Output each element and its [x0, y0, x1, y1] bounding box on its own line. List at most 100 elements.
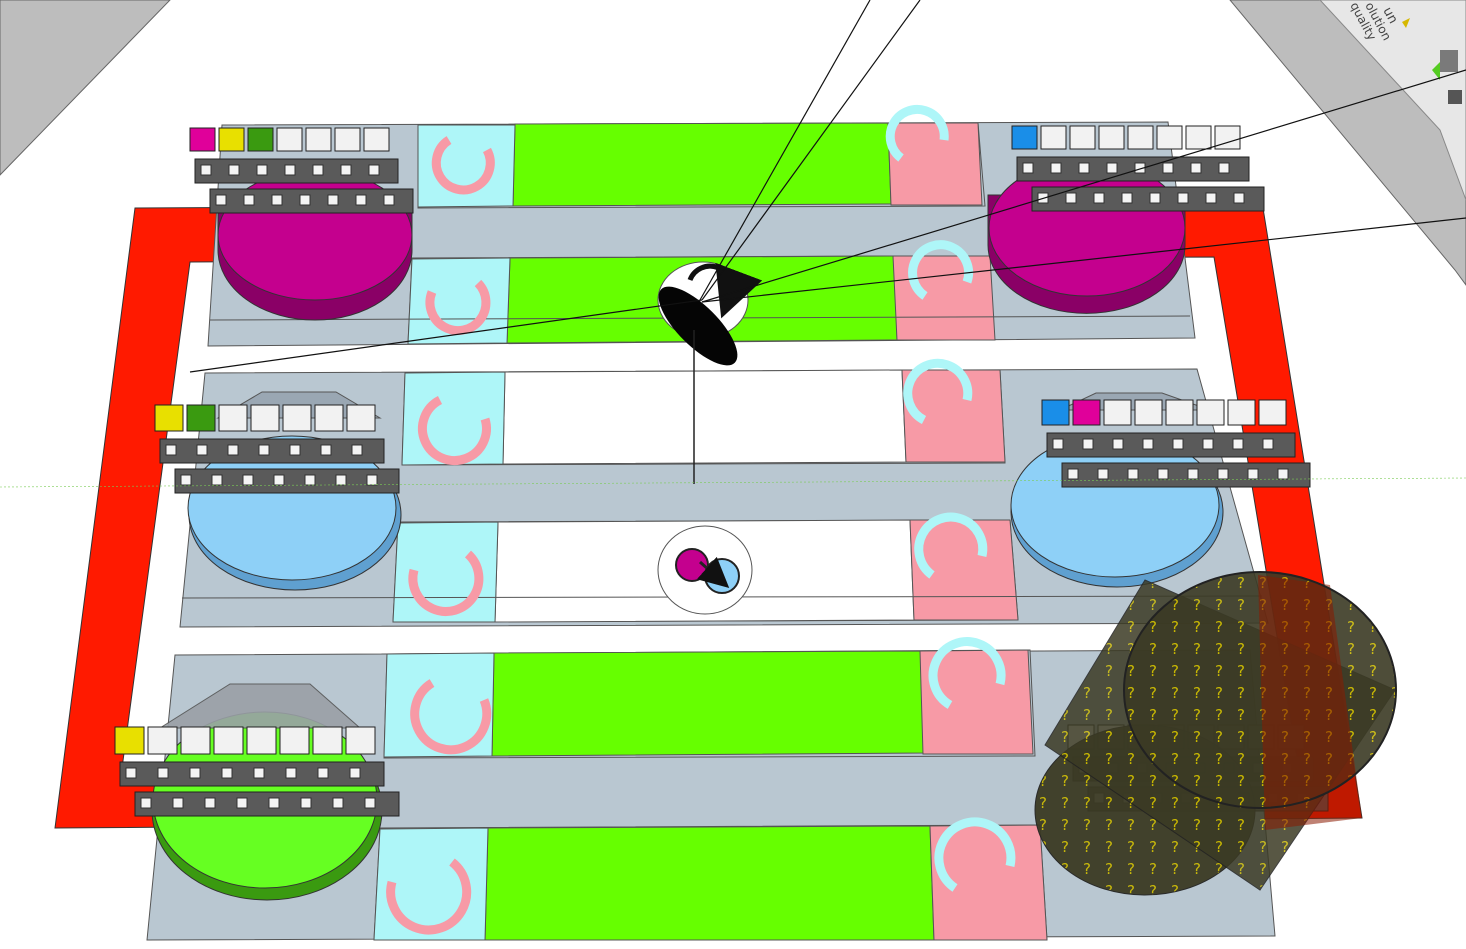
token-white[interactable] [1228, 400, 1255, 425]
token-white[interactable] [1259, 400, 1286, 425]
token-white[interactable] [277, 128, 302, 151]
rack-slot [1233, 439, 1243, 449]
rack-slot [328, 195, 338, 205]
token-white[interactable] [364, 128, 389, 151]
token-white[interactable] [1070, 126, 1095, 149]
token-white[interactable] [1128, 126, 1153, 149]
rack-bar [175, 469, 399, 493]
rack-slot [243, 475, 253, 485]
token-magenta[interactable] [1073, 400, 1100, 425]
token-white[interactable] [1041, 126, 1066, 149]
rack-slot [259, 445, 269, 455]
rack-slot [1219, 163, 1229, 173]
rack-bottom-left [115, 727, 399, 816]
token-white[interactable] [181, 727, 210, 754]
token-white[interactable] [1135, 400, 1162, 425]
rack-slot [290, 445, 300, 455]
rack-slot [1083, 439, 1093, 449]
rack-slot [181, 475, 191, 485]
rack-slot [333, 798, 343, 808]
token-white[interactable] [214, 727, 243, 754]
rack-slot [141, 798, 151, 808]
rack-slot [197, 445, 207, 455]
token-white[interactable] [148, 727, 177, 754]
token-white[interactable] [1166, 400, 1193, 425]
rack-slot [205, 798, 215, 808]
rack-slot [286, 768, 296, 778]
rack-mid-right [1042, 400, 1310, 487]
token-white[interactable] [306, 128, 331, 151]
rack-slot [369, 165, 379, 175]
rack-slot [1128, 469, 1138, 479]
rack-slot [318, 768, 328, 778]
rack-mid-left [155, 405, 399, 493]
rack-slot [367, 475, 377, 485]
rack-slot [1122, 193, 1132, 203]
token-white[interactable] [1186, 126, 1211, 149]
token-white[interactable] [1197, 400, 1224, 425]
rack-slot [1178, 193, 1188, 203]
rack-slot [1079, 163, 1089, 173]
rack-slot [1173, 439, 1183, 449]
rack-slot [1098, 469, 1108, 479]
rack-slot [173, 798, 183, 808]
rack-slot [341, 165, 351, 175]
token-green[interactable] [187, 405, 215, 431]
token-blue[interactable] [1042, 400, 1069, 425]
left-wall [0, 0, 170, 175]
token-white[interactable] [315, 405, 343, 431]
rack-slot [1248, 469, 1258, 479]
rack-bar [160, 439, 384, 463]
token-white[interactable] [1104, 400, 1131, 425]
token-green[interactable] [248, 128, 273, 151]
rack-top-left [190, 128, 413, 213]
rack-slot [384, 195, 394, 205]
token-white[interactable] [1099, 126, 1124, 149]
rack-slot [336, 475, 346, 485]
token-white[interactable] [313, 727, 342, 754]
rack-slot [257, 165, 267, 175]
rack-slot [126, 768, 136, 778]
token-white[interactable] [280, 727, 309, 754]
rack-slot [254, 768, 264, 778]
token-white[interactable] [283, 405, 311, 431]
rack-slot [1158, 469, 1168, 479]
rack-slot [1150, 193, 1160, 203]
rack-slot [1188, 469, 1198, 479]
rack-slot [1023, 163, 1033, 173]
token-white[interactable] [219, 405, 247, 431]
rack-slot [1206, 193, 1216, 203]
rack-slot [1107, 163, 1117, 173]
rack-slot [216, 195, 226, 205]
rack-slot [237, 798, 247, 808]
rack-top-right [1012, 126, 1264, 211]
rack-slot [350, 768, 360, 778]
rack-slot [1143, 439, 1153, 449]
token-white[interactable] [347, 405, 375, 431]
rack-slot [244, 195, 254, 205]
rack-slot [228, 445, 238, 455]
rack-slot [212, 475, 222, 485]
token-yellow[interactable] [155, 405, 183, 431]
rack-slot [356, 195, 366, 205]
rack-slot [352, 445, 362, 455]
rack-slot [1163, 163, 1173, 173]
rack-slot [1218, 469, 1228, 479]
token-blue[interactable] [1012, 126, 1037, 149]
token-white[interactable] [1157, 126, 1182, 149]
token-white[interactable] [251, 405, 279, 431]
token-white[interactable] [335, 128, 360, 151]
rack-slot [158, 768, 168, 778]
rack-slot [1094, 193, 1104, 203]
rack-slot [321, 445, 331, 455]
swap-indicator[interactable] [658, 526, 752, 614]
token-magenta[interactable] [190, 128, 215, 151]
blue-marker [705, 559, 739, 593]
token-yellow[interactable] [219, 128, 244, 151]
token-white[interactable] [346, 727, 375, 754]
token-white[interactable] [247, 727, 276, 754]
rack-slot [229, 165, 239, 175]
rack-slot [222, 768, 232, 778]
token-yellow[interactable] [115, 727, 144, 754]
rack-slot [1066, 193, 1076, 203]
